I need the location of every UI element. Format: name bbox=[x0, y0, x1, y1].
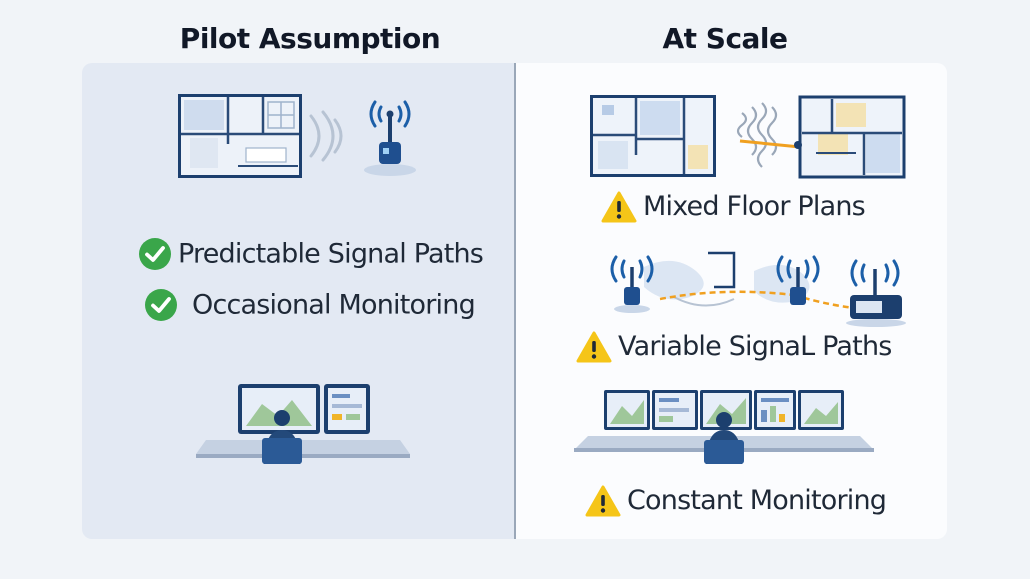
floor-plan-illustration bbox=[590, 95, 716, 177]
at-scale-heading: At Scale bbox=[662, 22, 788, 55]
control-room-illustration bbox=[574, 390, 874, 464]
check-circle-icon bbox=[139, 238, 171, 270]
mixed-floor-plans-label: Mixed Floor Plans bbox=[601, 190, 866, 223]
warning-icon bbox=[576, 331, 612, 362]
occasional-monitoring-label: Occasional Monitoring bbox=[144, 288, 476, 322]
mixed-floor-plan-illustration bbox=[736, 95, 906, 179]
constant-monitoring-label: Constant Monitoring bbox=[585, 484, 887, 517]
pilot-assumption-heading: Pilot Assumption bbox=[179, 22, 441, 55]
variable-signal-paths-label: Variable SignaL Paths bbox=[576, 330, 892, 363]
panel-divider bbox=[514, 63, 516, 539]
floor-plan-illustration bbox=[178, 94, 302, 178]
signal-waves-icon bbox=[309, 110, 343, 162]
check-circle-icon bbox=[145, 289, 177, 321]
predictable-signal-paths-label: Predictable Signal Paths bbox=[138, 237, 484, 271]
warning-icon bbox=[585, 485, 621, 516]
wireless-sensor-icon bbox=[364, 100, 416, 176]
warning-icon bbox=[601, 191, 637, 222]
monitoring-workstation-illustration bbox=[196, 384, 410, 464]
sensor-network-illustration bbox=[610, 251, 906, 327]
